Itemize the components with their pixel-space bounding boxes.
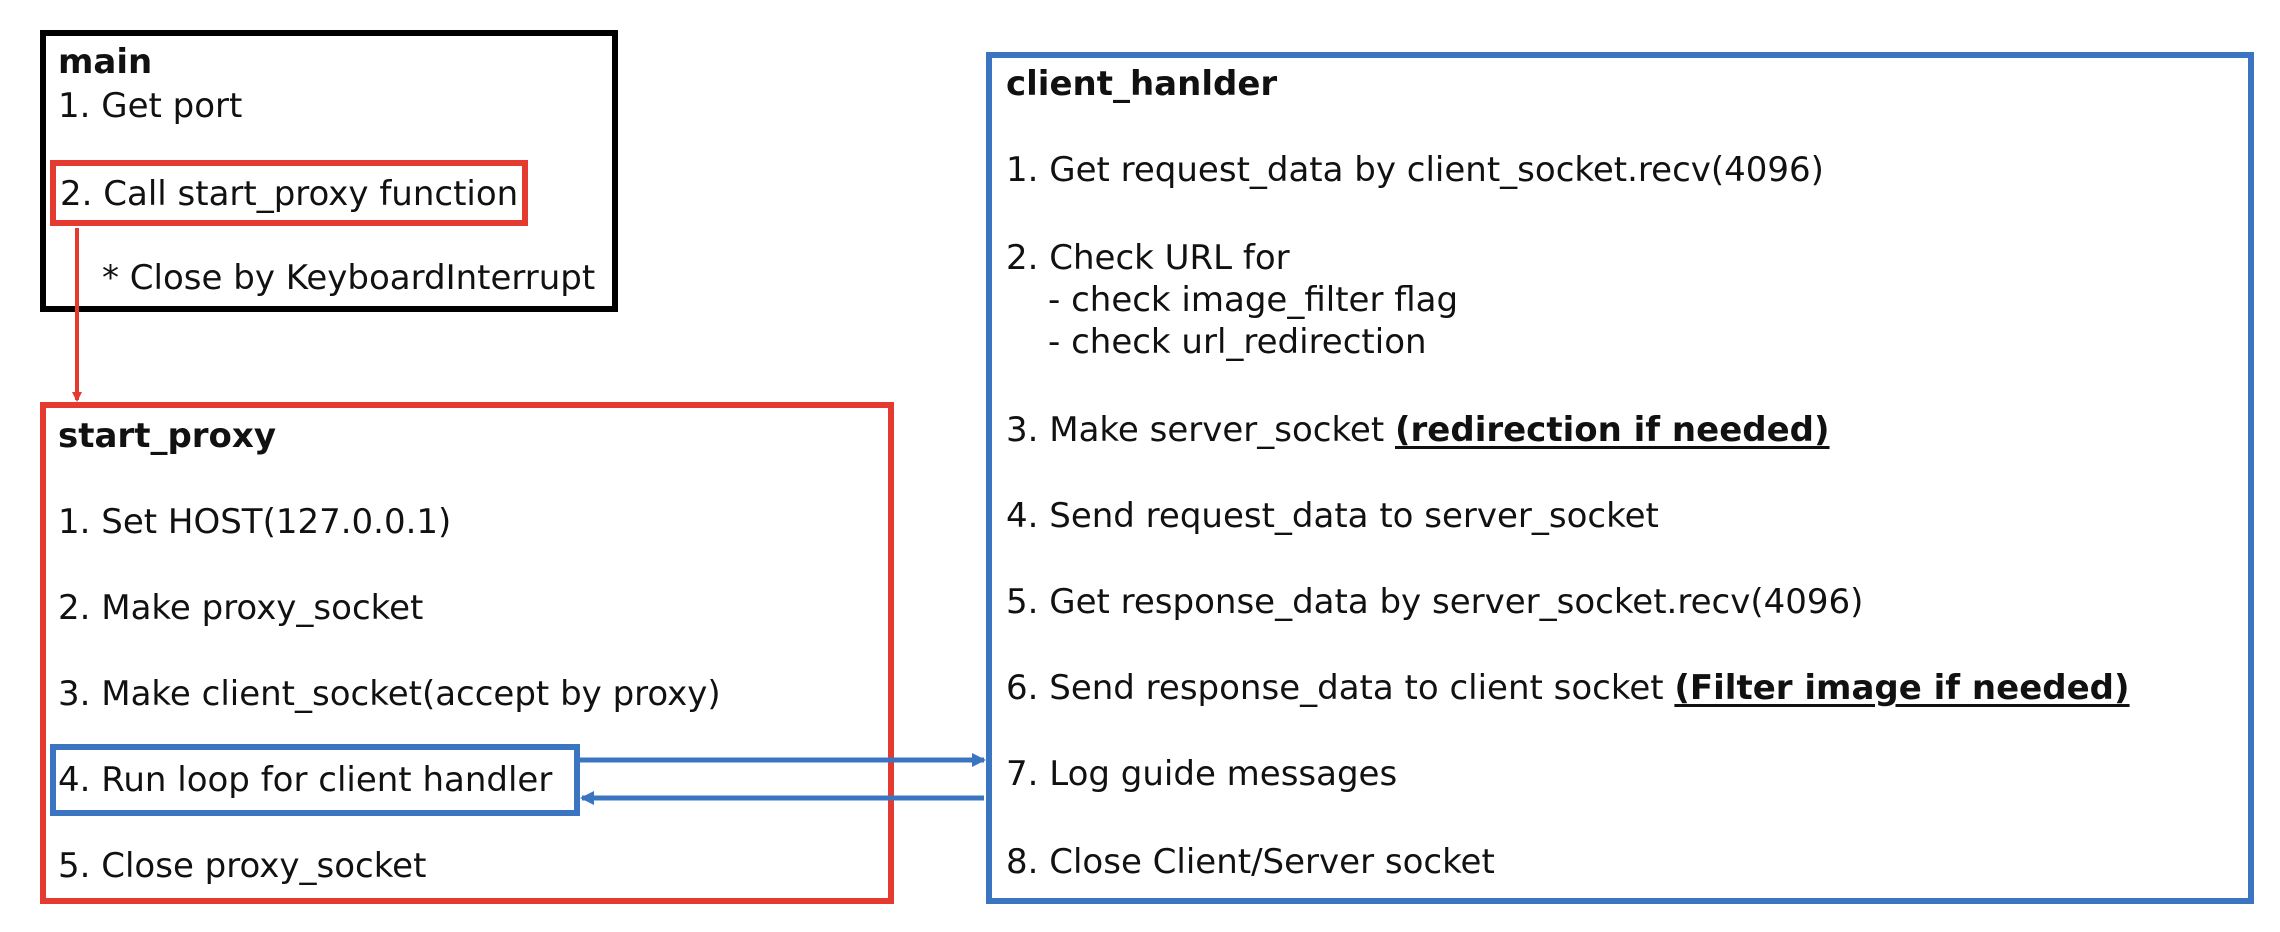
start-proxy-step-4: 4. Run loop for client handler (58, 760, 553, 800)
start-proxy-step-3: 3. Make client_socket(accept by proxy) (58, 674, 721, 714)
start-proxy-step-2: 2. Make proxy_socket (58, 588, 424, 628)
client-handler-step-6: 6. Send response_data to client socket (… (1006, 668, 2130, 708)
client-handler-title: client_hanlder (1006, 64, 1278, 104)
client-handler-step-2: 2. Check URL for (1006, 238, 1290, 278)
main-note: * Close by KeyboardInterrupt (102, 258, 596, 298)
client-handler-step-5: 5. Get response_data by server_socket.re… (1006, 582, 1864, 622)
client-handler-step-3-note: (redirection if needed) (1395, 410, 1830, 450)
client-handler-step-3-text: 3. Make server_socket (1006, 410, 1395, 450)
client-handler-step-2-sub-1: - check image_filter flag (1048, 280, 1459, 320)
main-step-1: 1. Get port (58, 86, 243, 126)
main-title: main (58, 42, 153, 82)
client-handler-step-1: 1. Get request_data by client_socket.rec… (1006, 150, 1824, 190)
client-handler-step-2-sub-2: - check url_redirection (1048, 322, 1427, 362)
main-step-2: 2. Call start_proxy function (60, 174, 519, 214)
start-proxy-step-1: 1. Set HOST(127.0.0.1) (58, 502, 452, 542)
client-handler-step-6-text: 6. Send response_data to client socket (1006, 668, 1675, 708)
client-handler-box (986, 52, 2254, 904)
client-handler-step-6-note: (Filter image if needed) (1674, 668, 2130, 708)
main-box (40, 30, 618, 312)
start-proxy-step-4-highlight (50, 744, 580, 816)
start-proxy-title: start_proxy (58, 416, 277, 456)
start-proxy-step-5: 5. Close proxy_socket (58, 846, 427, 886)
client-handler-step-8: 8. Close Client/Server socket (1006, 842, 1495, 882)
client-handler-step-3: 3. Make server_socket (redirection if ne… (1006, 410, 1830, 450)
start-proxy-box (40, 402, 894, 904)
client-handler-step-7: 7. Log guide messages (1006, 754, 1398, 794)
client-handler-step-4: 4. Send request_data to server_socket (1006, 496, 1659, 536)
main-step-2-highlight (50, 160, 528, 226)
